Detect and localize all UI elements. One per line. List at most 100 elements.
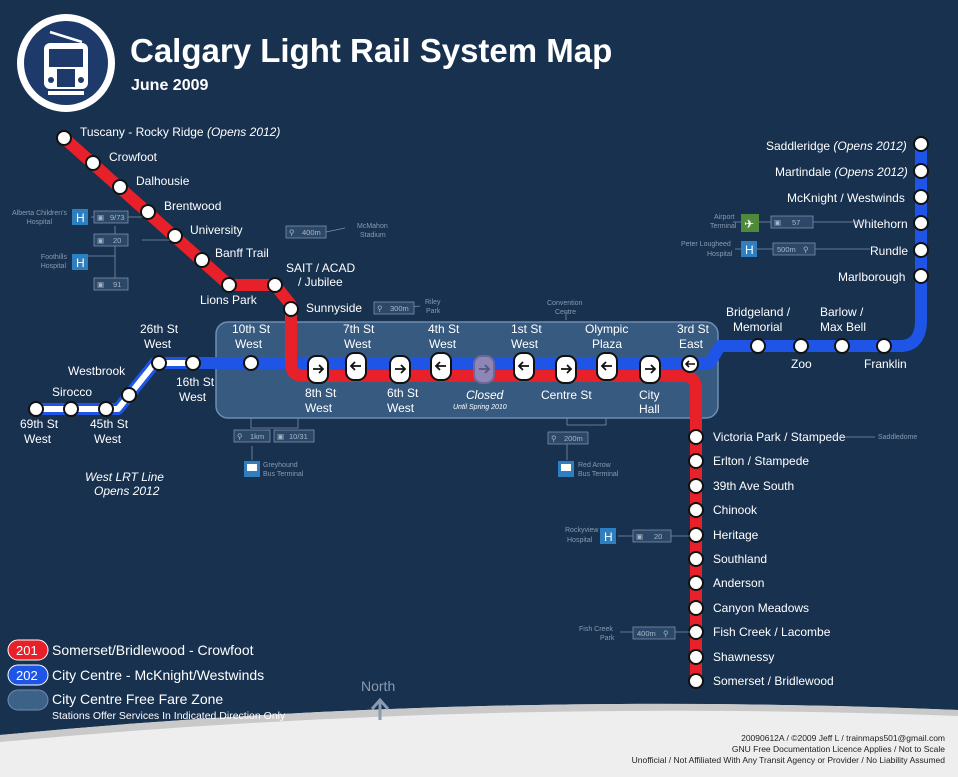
- walk-icon: ⚲: [377, 304, 383, 313]
- bus-chip-91: [93, 277, 129, 291]
- footer-line-1: 20090612A / ©2009 Jeff L / trainmaps501@…: [741, 733, 945, 743]
- station-label-16th-2: West: [179, 390, 207, 404]
- station-label-westbrook: Westbrook: [68, 364, 126, 378]
- legend-zone-name: City Centre Free Fare Zone: [52, 691, 223, 707]
- station-lions-park: [221, 277, 237, 293]
- station-label-bridgeland-2: Memorial: [733, 320, 782, 334]
- station-closed: [473, 355, 495, 384]
- walk-dist-400a: 400m: [302, 228, 321, 237]
- station-label-26th-2: West: [144, 337, 172, 351]
- walk-chip-500: [772, 242, 816, 256]
- walk-icon: ⚲: [803, 245, 809, 254]
- walk-dist-400b: 400m: [637, 629, 656, 638]
- label-saddledome: Saddledome: [878, 434, 917, 441]
- footer-line-2: GNU Free Documentation Licence Applies /…: [732, 744, 945, 754]
- station-10th-st: [243, 355, 259, 371]
- station-8th-st: [307, 355, 329, 384]
- station-crowfoot: [85, 155, 101, 171]
- walk-dist-1km: 1km: [250, 432, 264, 441]
- station-7th-st: [345, 352, 367, 381]
- station-note-closed: Until Spring 2010: [453, 404, 507, 411]
- station-saddleridge: [913, 136, 929, 152]
- station-banff-trail: [194, 252, 210, 268]
- bus-route-1031: 10/31: [289, 432, 308, 441]
- station-barlow: [834, 338, 850, 354]
- station-label-victoria-park: Victoria Park / Stampede: [713, 430, 846, 444]
- label-redarrow-2: Bus Terminal: [578, 471, 619, 478]
- station-fish-creek: [688, 624, 704, 640]
- station-69th-st: [28, 401, 44, 417]
- station-26th-st: [151, 355, 167, 371]
- station-label-zoo: Zoo: [791, 357, 812, 371]
- station-somerset: [688, 673, 704, 689]
- station-label-city-hall-2: Hall: [639, 402, 660, 416]
- station-label-7th-1: 7th St: [343, 322, 375, 336]
- station-label-olympic-2: Plaza: [592, 337, 622, 351]
- bus-terminal-icon: [244, 461, 260, 477]
- walk-icon: ⚲: [289, 228, 295, 237]
- station-label-sait-1: SAIT / ACAD: [286, 261, 355, 275]
- bus-route-57: 57: [792, 218, 800, 227]
- station-label-heritage: Heritage: [713, 528, 759, 542]
- label-foothills-2: Hospital: [41, 263, 67, 270]
- label-rockyview-1: Rockyview: [565, 527, 599, 534]
- station-4th-st: [430, 352, 452, 381]
- walk-dist-200: 200m: [564, 434, 583, 443]
- walk-chip-200: [547, 431, 589, 445]
- footer-line-3: Unofficial / Not Affiliated With Any Tra…: [632, 755, 946, 765]
- bus-icon: ▣: [277, 432, 284, 441]
- station-label-barlow-2: Max Bell: [820, 320, 866, 334]
- station-label-crowfoot: Crowfoot: [109, 150, 158, 164]
- station-45th-st: [98, 401, 114, 417]
- label-greyhound-1: Greyhound: [263, 462, 298, 469]
- station-label-6th-2: West: [387, 401, 415, 415]
- label-fishcreek-park-1: Fish Creek: [579, 626, 613, 633]
- label-fishcreek-park-2: Park: [600, 635, 615, 642]
- walk-chip-300: [373, 301, 415, 315]
- walk-dist-500: 500m: [777, 245, 796, 254]
- station-label-centre-st: Centre St: [541, 388, 592, 402]
- label-rockyview-2: Hospital: [567, 537, 593, 544]
- station-label-4th-2: West: [429, 337, 457, 351]
- legend-route-202-number: 202: [16, 668, 38, 683]
- station-16th-st: [185, 355, 201, 371]
- station-label-closed: Closed: [466, 388, 504, 402]
- station-label-16th-1: 16th St: [176, 375, 215, 389]
- label-mcmahon-2: Stadium: [360, 232, 386, 239]
- walk-icon: ⚲: [551, 434, 557, 443]
- legend-route-201-name: Somerset/Bridlewood - Crowfoot: [52, 642, 254, 658]
- station-erlton: [688, 453, 704, 469]
- map-title: Calgary Light Rail System Map: [130, 32, 612, 69]
- north-label: North: [361, 678, 395, 694]
- bus-route-973: 9/73: [110, 213, 125, 222]
- station-label-69th-2: West: [24, 432, 52, 446]
- station-note-tuscany: (Opens 2012): [207, 125, 280, 139]
- station-label-6th-1: 6th St: [387, 386, 419, 400]
- bus-chip-973: [93, 210, 129, 224]
- station-label-anderson: Anderson: [713, 576, 764, 590]
- station-rundle: [913, 242, 929, 258]
- station-chinook: [688, 502, 704, 518]
- station-label-martindale: Martindale: [775, 165, 831, 179]
- station-label-3rd-1: 3rd St: [677, 322, 710, 336]
- station-martindale: [913, 163, 929, 179]
- bus-icon: ▣: [97, 280, 104, 289]
- station-label-45th-2: West: [94, 432, 122, 446]
- west-lrt-label-2: Opens 2012: [94, 484, 160, 498]
- walk-icon: ⚲: [237, 432, 243, 441]
- station-label-mcknight: McKnight / Westwinds: [787, 191, 905, 205]
- walk-chip-400a: [285, 225, 327, 239]
- label-peter-2: Hospital: [707, 251, 733, 258]
- bus-icon: ▣: [774, 218, 781, 227]
- legend-route-201-number: 201: [16, 643, 38, 658]
- station-brentwood: [140, 204, 156, 220]
- station-label-1st-2: West: [511, 337, 539, 351]
- map-subtitle: June 2009: [131, 77, 208, 94]
- station-bridgeland: [750, 338, 766, 354]
- bus-icon: ▣: [97, 236, 104, 245]
- station-tuscany: [56, 130, 72, 146]
- station-anderson: [688, 575, 704, 591]
- svg-text:H: H: [604, 530, 613, 544]
- station-label-saddleridge: Saddleridge: [766, 139, 830, 153]
